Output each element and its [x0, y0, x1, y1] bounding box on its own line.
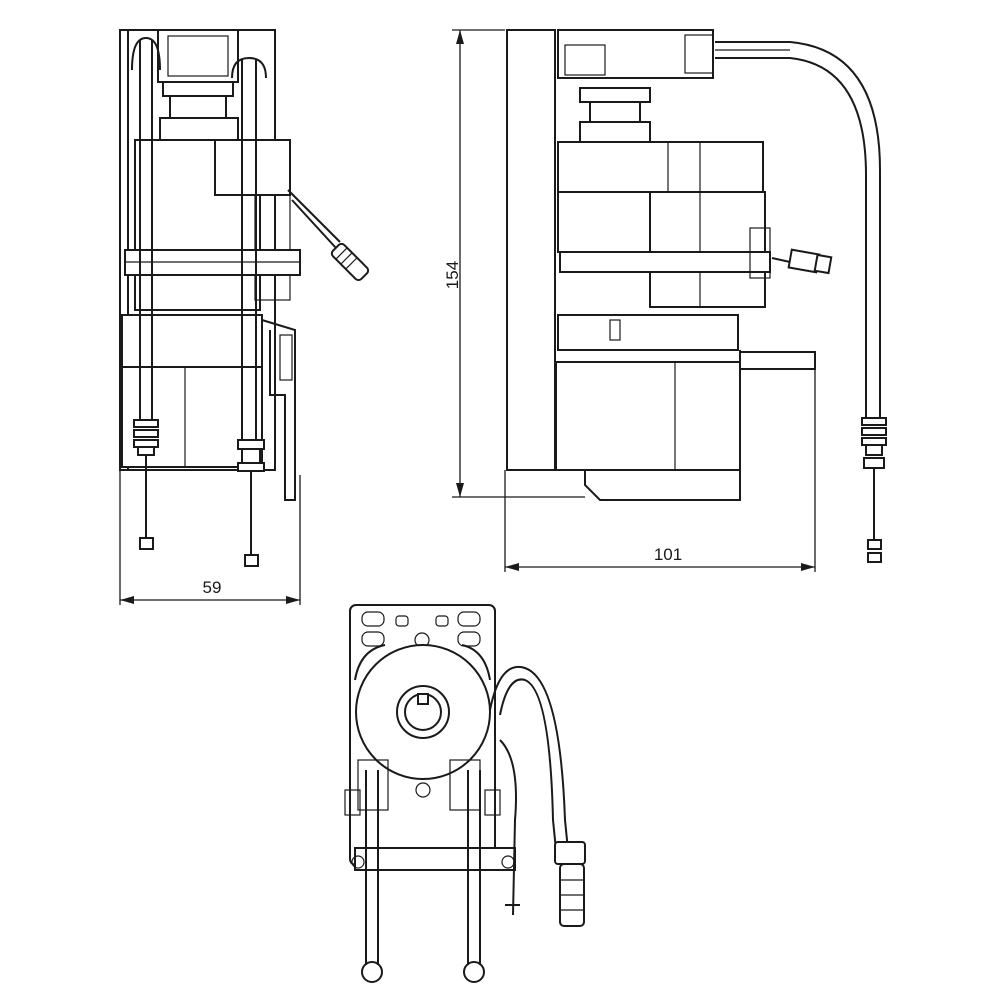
top-rotor: [355, 644, 491, 780]
dimension-label-side-height: 154: [443, 261, 462, 289]
dimension-side-width: 101: [504, 370, 816, 572]
side-gearbox: [555, 361, 741, 471]
dimension-side-height: 154: [443, 29, 585, 498]
front-fitting-left: [133, 419, 159, 550]
dimension-front-width: 59: [119, 470, 301, 605]
front-cable: [287, 189, 341, 243]
top-connector: [554, 841, 586, 927]
front-pump-head: [157, 29, 239, 83]
side-view: [506, 29, 887, 563]
dimension-label-front-width: 59: [203, 578, 222, 597]
top-cable: [489, 665, 569, 851]
side-motor: [557, 141, 764, 193]
side-fitting: [861, 417, 887, 563]
side-connector: [771, 248, 833, 275]
dimension-label-side-width: 101: [654, 545, 682, 564]
side-backplate: [506, 29, 556, 471]
front-view: [119, 29, 370, 567]
front-fitting-right: [237, 439, 265, 567]
side-pump-head: [557, 29, 714, 79]
side-tube: [715, 41, 881, 420]
top-view: [344, 604, 586, 983]
side-bracket: [559, 251, 771, 273]
front-connector: [330, 242, 370, 282]
